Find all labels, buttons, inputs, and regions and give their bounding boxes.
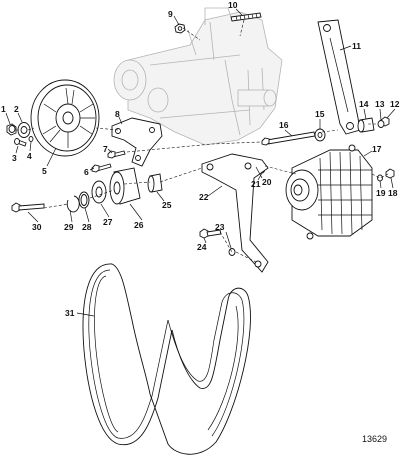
callout-17: 17	[372, 144, 382, 154]
retaining-ring-28	[78, 191, 90, 209]
callout-24: 24	[197, 242, 207, 252]
bracket-8	[111, 117, 163, 167]
callout-22: 22	[199, 192, 209, 202]
callout-31: 31	[65, 308, 75, 318]
callout-16: 16	[279, 120, 289, 130]
mounting-bracket-22	[201, 153, 269, 273]
callout-1: 1	[1, 104, 6, 114]
bolt-30	[11, 202, 45, 213]
figure-number: 13629	[362, 434, 387, 444]
bolt-6	[91, 163, 112, 173]
bolt-24	[199, 228, 222, 239]
callout-23: 23	[215, 222, 225, 232]
callout-19: 19	[376, 188, 386, 198]
bolt-7	[107, 150, 126, 159]
callout-25: 25	[162, 200, 172, 210]
washer-23	[228, 248, 236, 256]
callout-2: 2	[14, 104, 19, 114]
callout-15: 15	[315, 109, 325, 119]
spacer-25	[147, 173, 163, 193]
nut-18	[385, 168, 395, 179]
callout-28: 28	[82, 222, 92, 232]
callout-5: 5	[42, 166, 47, 176]
callout-14: 14	[359, 99, 369, 109]
spacer-15	[314, 128, 326, 142]
callout-4: 4	[27, 151, 32, 161]
snap-ring-29	[66, 195, 80, 213]
assembly-lines	[16, 19, 389, 263]
washer-2	[17, 122, 31, 138]
nut-9	[174, 23, 186, 34]
alternator-17	[285, 144, 373, 240]
idler-pulley-26	[109, 167, 141, 205]
drive-pulley-5	[30, 79, 100, 157]
callout-29: 29	[64, 222, 74, 232]
bolt-1	[6, 123, 17, 136]
callout-20: 20	[262, 177, 272, 187]
callout-18: 18	[388, 188, 398, 198]
key-4	[28, 136, 34, 142]
callout-labels: 1 2 3 4 5 6 7 8 9 10 11 12 13 14 15 16 1…	[1, 0, 400, 444]
long-bolt-16	[261, 131, 316, 146]
bearing-27	[91, 180, 107, 204]
leader-lines	[5, 8, 396, 317]
callout-21: 21	[251, 179, 261, 189]
callout-8: 8	[115, 109, 120, 119]
callout-7: 7	[103, 144, 108, 154]
stud-10	[230, 12, 262, 22]
callout-26: 26	[134, 220, 144, 230]
serpentine-belt-31	[82, 263, 251, 455]
callout-6: 6	[84, 167, 89, 177]
callout-30: 30	[32, 222, 42, 232]
callout-11: 11	[352, 41, 361, 51]
callout-9: 9	[168, 9, 173, 19]
callout-3: 3	[12, 153, 17, 163]
callout-12: 12	[390, 99, 400, 109]
callout-13: 13	[375, 99, 385, 109]
washer-19	[377, 174, 383, 182]
screw-3	[14, 138, 27, 147]
callout-27: 27	[103, 217, 113, 227]
engine-housing-ghost	[113, 7, 283, 146]
spacer-14	[357, 117, 375, 133]
callout-10: 10	[228, 0, 238, 10]
washer-13	[377, 120, 385, 128]
